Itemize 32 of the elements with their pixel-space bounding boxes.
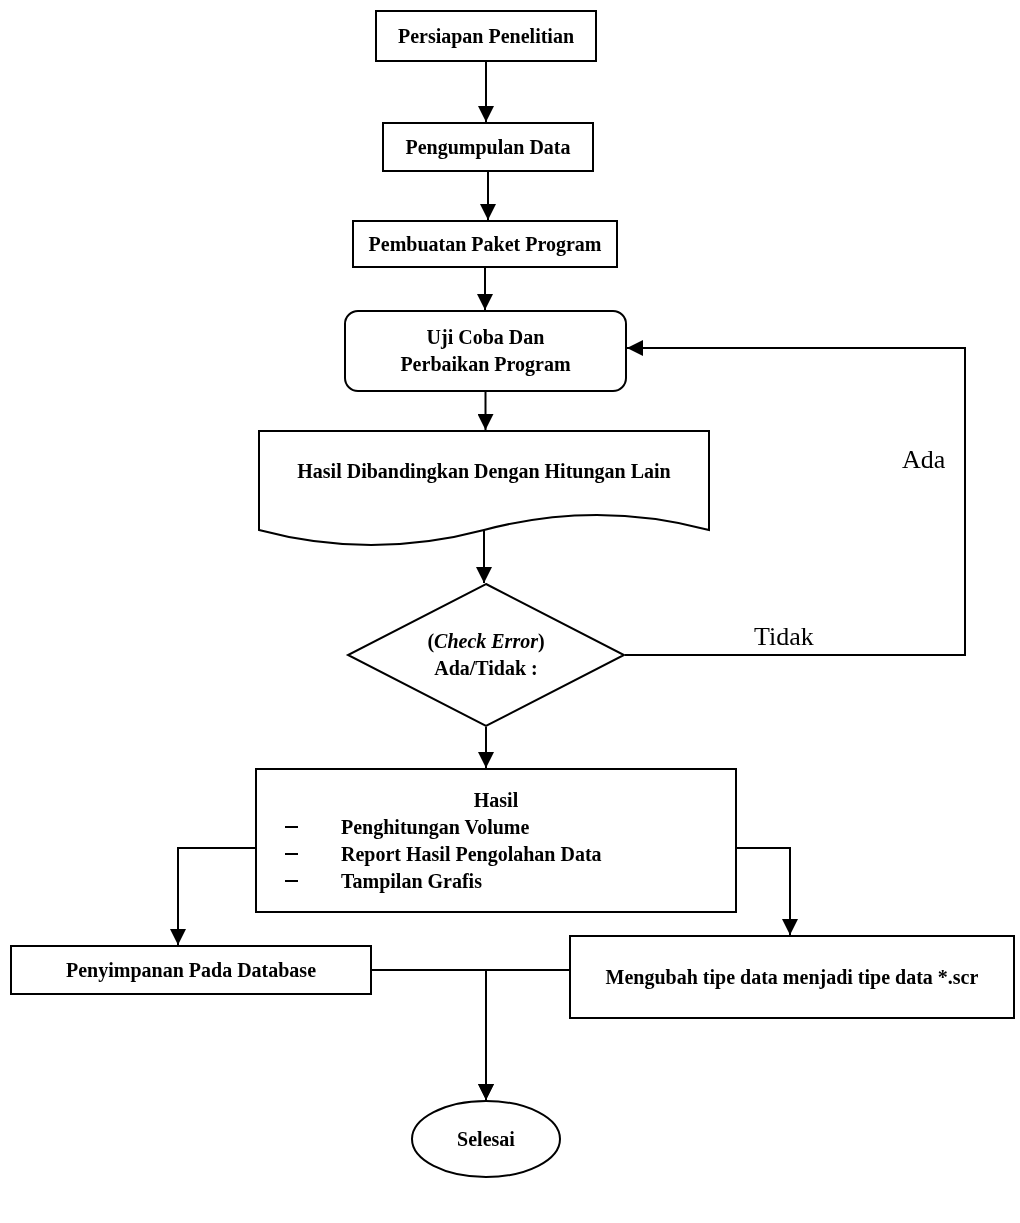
- arrow: [170, 847, 256, 946]
- terminator-ellipse: [411, 1100, 561, 1178]
- list-item-text: Penghitungan Volume: [341, 814, 530, 841]
- arrow: [477, 267, 493, 311]
- box-text: (Check Error) Ada/Tidak :: [426, 629, 546, 681]
- arrow: [477, 391, 494, 431]
- process-box: [352, 220, 618, 268]
- box-heading: Hasil: [473, 787, 519, 813]
- arrow: [478, 969, 570, 1101]
- arrow: [624, 340, 966, 656]
- box-text: Penyimpanan Pada Database: [66, 957, 316, 984]
- process-box: [255, 768, 737, 913]
- box-text: Pengumpulan Data: [405, 134, 571, 161]
- rounded-process-box: [344, 310, 627, 392]
- arrow: [476, 529, 492, 584]
- box-text: Uji Coba Dan Perbaikan Program: [399, 325, 572, 378]
- process-box: [375, 10, 597, 62]
- list-item-text: Tampilan Grafis: [341, 868, 482, 895]
- arrow: [736, 847, 798, 936]
- decision-diamond: [347, 583, 625, 727]
- arrow: [478, 61, 494, 123]
- list-item-text: Report Hasil Pengolahan Data: [341, 841, 602, 868]
- arrow: [480, 171, 496, 221]
- box-text: Mengubah tipe data menjadi tipe data *.scr: [605, 964, 979, 991]
- box-text: Selesai: [457, 1126, 515, 1152]
- process-box: [10, 945, 372, 995]
- arrow: [478, 726, 494, 769]
- box-text: Persiapan Penelitian: [397, 23, 575, 50]
- process-box: [382, 122, 594, 172]
- box-text: Hasil Dibandingkan Dengan Hitungan Lain: [297, 459, 671, 485]
- process-box: [569, 935, 1015, 1019]
- box-text: Pembuatan Paket Program: [368, 231, 602, 258]
